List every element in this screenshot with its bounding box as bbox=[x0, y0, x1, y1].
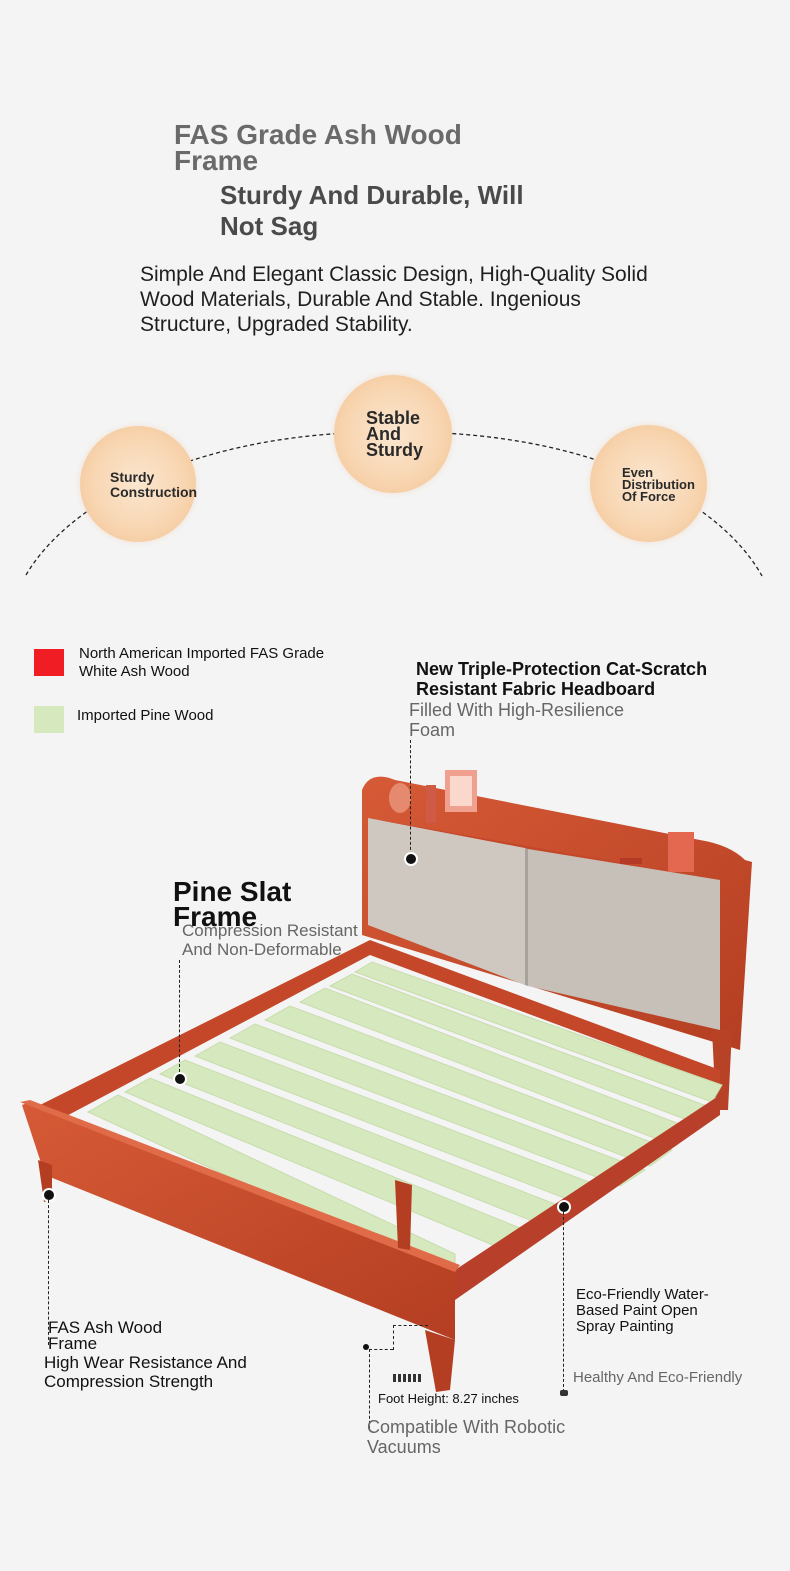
frame-callout-subtitle: High Wear Resistance And Compression Str… bbox=[44, 1353, 247, 1391]
paint-callout-title: Eco-Friendly Water-Based Paint Open Spra… bbox=[576, 1286, 709, 1335]
paint-leader-line bbox=[563, 1212, 564, 1392]
legend-swatch-ash bbox=[34, 649, 64, 676]
feature-circle-even bbox=[590, 425, 707, 542]
sub-heading: Sturdy And Durable, Will Not Sag bbox=[220, 180, 524, 241]
foot-leader-h bbox=[369, 1349, 393, 1350]
main-heading: FAS Grade Ash Wood Frame bbox=[174, 119, 462, 176]
headboard-callout-subtitle: Filled With High-Resilience Foam bbox=[409, 700, 625, 740]
headboard bbox=[362, 770, 752, 1110]
legend-label-pine: Imported Pine Wood bbox=[77, 707, 214, 724]
headboard-callout-title: New Triple-Protection Cat-Scratch Resist… bbox=[416, 659, 708, 699]
slats-leader-line bbox=[179, 960, 180, 1072]
foot-height-label: Foot Height: 8.27 inches bbox=[378, 1391, 519, 1406]
paint-end-marker bbox=[560, 1390, 568, 1396]
foot-measure-side bbox=[393, 1325, 394, 1350]
slats-marker bbox=[173, 1072, 187, 1086]
bed-illustration bbox=[20, 770, 752, 1392]
slats-callout-title: Pine Slat Frame bbox=[173, 876, 292, 932]
feature-circle-stable bbox=[334, 375, 452, 493]
slats-callout-subtitle: Compression Resistant And Non-Deformable bbox=[182, 921, 358, 959]
foot-callout-subtitle: Compatible With Robotic Vacuums bbox=[367, 1417, 566, 1457]
feature-label-stable: Stable And Sturdy bbox=[366, 408, 424, 460]
description: Simple And Elegant Classic Design, High-… bbox=[140, 263, 648, 336]
paint-marker bbox=[557, 1200, 571, 1214]
foot-measure-bar bbox=[393, 1374, 423, 1382]
headboard-leader-line bbox=[410, 740, 411, 855]
legend-swatch-pine bbox=[34, 706, 64, 733]
foot-marker bbox=[363, 1344, 369, 1350]
feature-label-even: Even Distribution Of Force bbox=[622, 465, 695, 504]
feature-label-sturdy: Sturdy Construction bbox=[110, 469, 198, 500]
foot-measure-top bbox=[393, 1325, 428, 1326]
foot-leader-line bbox=[369, 1349, 370, 1429]
frame-leader-line bbox=[48, 1200, 49, 1345]
headboard-marker bbox=[404, 852, 418, 866]
frame-callout-title: FAS Ash Wood Frame bbox=[48, 1318, 163, 1353]
paint-callout-subtitle: Healthy And Eco-Friendly bbox=[573, 1369, 743, 1386]
legend-label-ash: North American Imported FAS Grade White … bbox=[79, 645, 325, 680]
feature-circle-sturdy bbox=[80, 426, 196, 542]
frame-marker bbox=[42, 1188, 56, 1202]
